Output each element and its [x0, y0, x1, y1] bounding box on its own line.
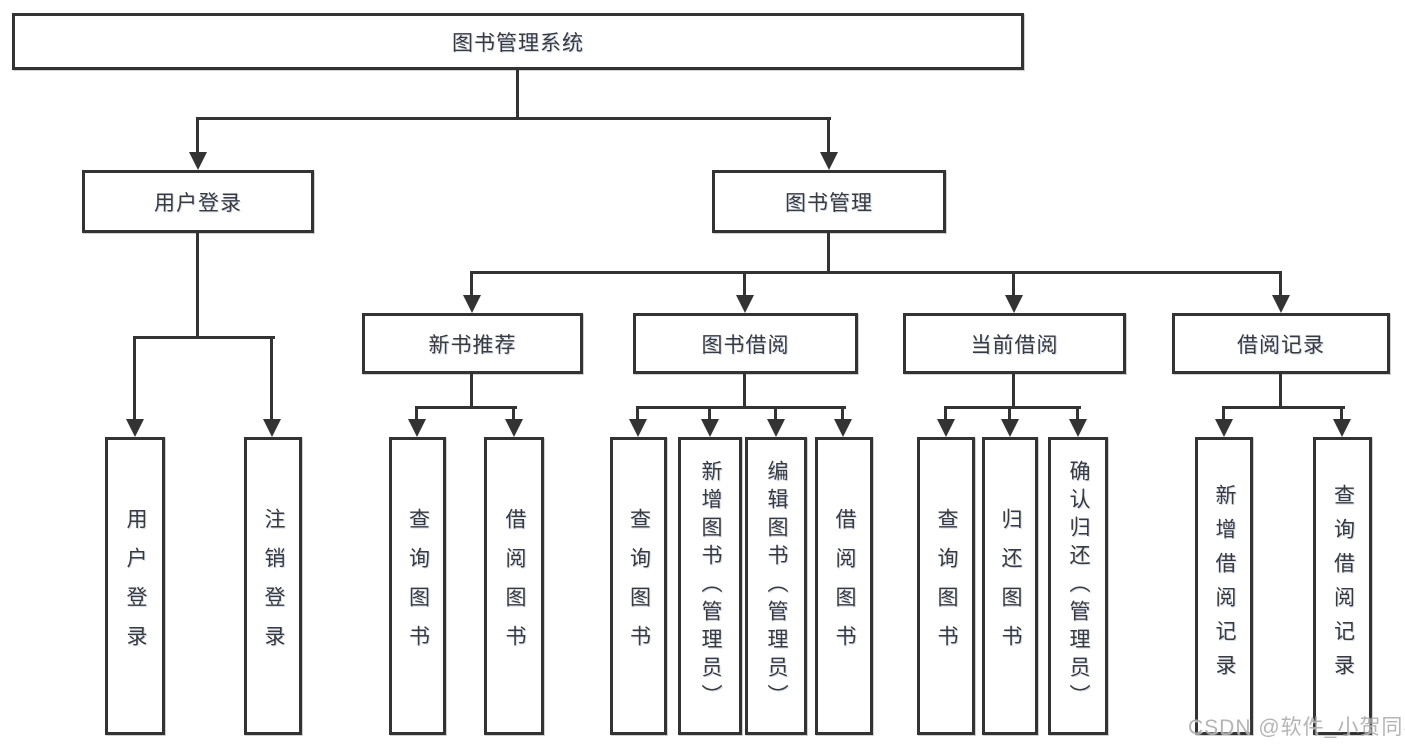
- leaf-label: 借阅图书: [833, 508, 856, 664]
- leaf-label: 归还图书: [999, 508, 1022, 664]
- connector-line: [1076, 406, 1079, 421]
- leaf-label: 查询图书: [406, 508, 430, 664]
- connector-line: [743, 374, 746, 408]
- connector-line: [1012, 374, 1015, 408]
- node-label: 新书推荐: [428, 333, 517, 357]
- node-borrow-records: 借阅记录: [1172, 313, 1390, 374]
- connector-line: [470, 271, 473, 299]
- arrowhead-down: [1333, 419, 1351, 437]
- connector-line: [1340, 406, 1343, 421]
- leaf-edit-books-admin: 编辑图书（管理员）: [745, 437, 807, 735]
- connector-line: [743, 271, 746, 299]
- arrowhead-down: [505, 419, 523, 437]
- connector-line: [133, 336, 136, 421]
- connector-line: [471, 271, 1282, 274]
- leaf-label: 查询借阅记录: [1331, 484, 1355, 688]
- arrowhead-down: [463, 295, 481, 313]
- connector-line: [415, 406, 418, 421]
- arrowhead-down: [1001, 419, 1019, 437]
- connector-line: [196, 233, 199, 338]
- leaf-label: 用户登录: [124, 508, 147, 664]
- arrowhead-down: [1272, 295, 1290, 313]
- arrowhead-down: [629, 419, 647, 437]
- connector-line: [945, 406, 1081, 409]
- node-label: 图书借阅: [701, 333, 790, 357]
- arrowhead-down: [126, 419, 144, 437]
- leaf-add-books-admin: 新增图书（管理员）: [678, 437, 742, 735]
- connector-line: [637, 406, 846, 409]
- leaf-borrow-books-recommend: 借阅图书: [484, 437, 544, 735]
- node-label: 当前借阅: [970, 333, 1059, 357]
- arrowhead-down: [1005, 295, 1023, 313]
- arrowhead-down: [937, 419, 955, 437]
- connector-line: [1279, 271, 1282, 299]
- connector-line: [841, 406, 844, 421]
- leaf-label: 查询图书: [935, 508, 958, 664]
- connector-line: [1008, 406, 1011, 421]
- connector-line: [1279, 374, 1282, 408]
- leaf-user-login: 用户登录: [105, 437, 165, 735]
- connector-line: [197, 117, 831, 120]
- leaf-label: 新增借阅记录: [1213, 484, 1236, 688]
- connector-line: [516, 70, 519, 118]
- leaf-label: 编辑图书（管理员）: [765, 460, 788, 712]
- connector-line: [416, 406, 517, 409]
- leaf-label: 借阅图书: [503, 508, 526, 664]
- arrowhead-down: [701, 419, 719, 437]
- connector-line: [270, 336, 273, 421]
- node-book-management: 图书管理: [712, 170, 946, 233]
- connector-line: [708, 406, 711, 421]
- arrowhead-down: [736, 295, 754, 313]
- arrowhead-down: [1069, 419, 1087, 437]
- connector-line: [512, 406, 515, 421]
- arrowhead-down: [1215, 419, 1233, 437]
- node-label: 借阅记录: [1237, 333, 1325, 357]
- connector-line: [1223, 406, 1345, 409]
- arrowhead-down: [263, 419, 281, 437]
- leaf-label: 注销登录: [262, 508, 285, 664]
- connector-line: [827, 233, 830, 273]
- connector-line: [636, 406, 639, 421]
- leaf-query-borrow-record: 查询借阅记录: [1313, 437, 1372, 735]
- leaf-query-books-borrowing: 查询图书: [610, 437, 667, 735]
- leaf-return-books: 归还图书: [982, 437, 1038, 735]
- leaf-confirm-return-admin: 确认归还（管理员）: [1048, 437, 1108, 735]
- arrowhead-down: [408, 419, 426, 437]
- node-label: 图书管理系统: [452, 31, 584, 55]
- node-label: 用户登录: [154, 191, 242, 215]
- node-current-borrowing: 当前借阅: [903, 313, 1126, 374]
- connector-line: [774, 406, 777, 421]
- leaf-label: 确认归还（管理员）: [1067, 460, 1090, 712]
- connector-line: [1012, 271, 1015, 299]
- leaf-label: 查询图书: [627, 508, 651, 664]
- leaf-query-books-current: 查询图书: [917, 437, 975, 735]
- csdn-watermark: CSDN @软件_小贺同学: [1188, 716, 1405, 739]
- arrowhead-down: [834, 419, 852, 437]
- connector-line: [827, 117, 830, 154]
- connector-line: [1222, 406, 1225, 421]
- node-user-login: 用户登录: [82, 170, 314, 233]
- leaf-logout: 注销登录: [244, 437, 302, 735]
- node-book-borrowing: 图书借阅: [633, 313, 858, 374]
- connector-line: [134, 336, 275, 339]
- node-library-management-system: 图书管理系统: [12, 13, 1024, 70]
- leaf-add-borrow-record: 新增借阅记录: [1195, 437, 1253, 735]
- connector-line: [470, 374, 473, 408]
- leaf-borrow-books: 借阅图书: [815, 437, 873, 735]
- connector-line: [944, 406, 947, 421]
- connector-line: [196, 117, 199, 154]
- arrowhead-down: [820, 152, 838, 170]
- leaf-label: 新增图书（管理员）: [699, 460, 722, 712]
- leaf-query-books-recommend: 查询图书: [389, 437, 446, 735]
- node-new-book-recommendation: 新书推荐: [362, 313, 583, 374]
- arrowhead-down: [189, 152, 207, 170]
- node-label: 图书管理: [785, 191, 873, 215]
- arrowhead-down: [767, 419, 785, 437]
